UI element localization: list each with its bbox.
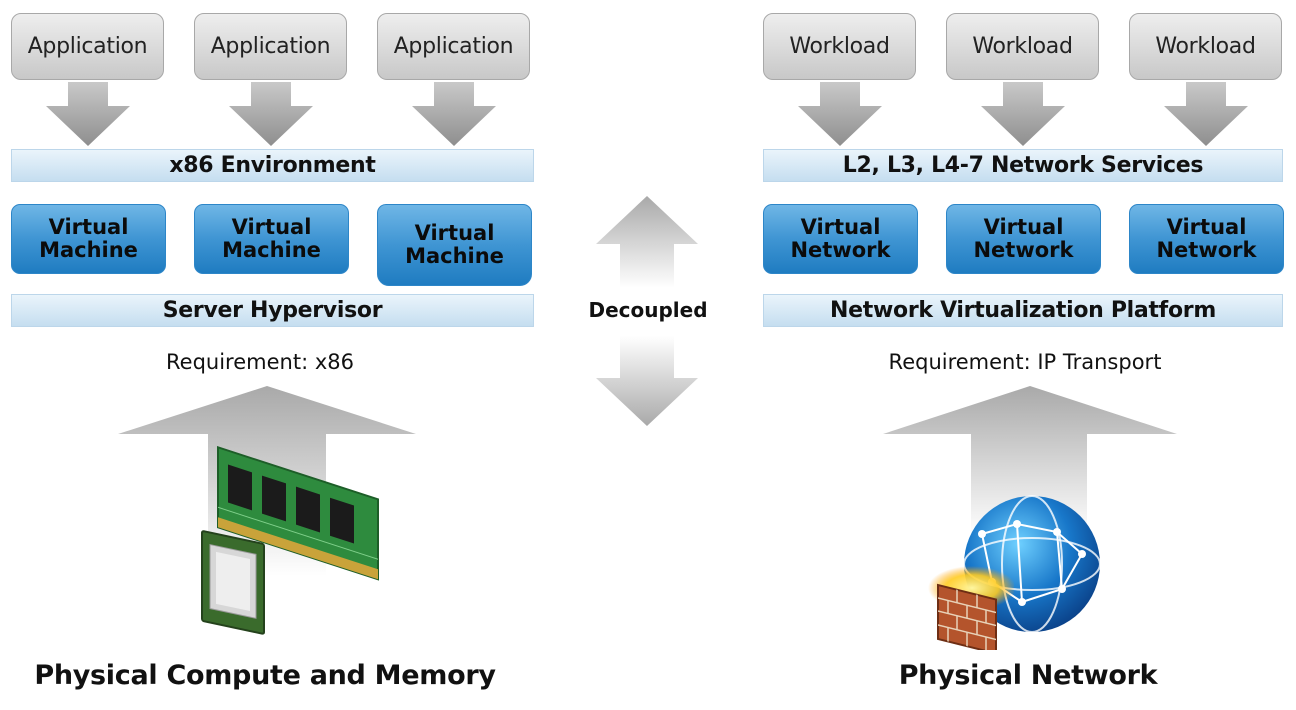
vm-label-line2: Machine: [39, 238, 138, 262]
application-box-3: Application: [377, 13, 530, 80]
physical-network-title: Physical Network: [898, 660, 1158, 691]
down-arrow-icon: [412, 82, 496, 146]
vn-label-line2: Network: [790, 238, 891, 262]
vn-label-line2: Network: [973, 238, 1074, 262]
application-box-2: Application: [194, 13, 347, 80]
virtual-machine-box-1: Virtual Machine: [11, 204, 166, 274]
down-arrow-icon: [1164, 82, 1248, 146]
vn-label-line1: Virtual: [800, 215, 881, 239]
workload-box-2: Workload: [946, 13, 1099, 80]
down-arrow-icon: [46, 82, 130, 146]
vn-label-line1: Virtual: [983, 215, 1064, 239]
physical-compute-title: Physical Compute and Memory: [34, 660, 496, 691]
vm-label-line1: Virtual: [414, 221, 495, 245]
vm-label-line1: Virtual: [231, 215, 312, 239]
virtual-network-box-1: Virtual Network: [763, 204, 918, 274]
up-arrow-icon: [596, 196, 698, 288]
memory-module-icon: [217, 446, 379, 581]
workload-box-1: Workload: [763, 13, 916, 80]
up-arrow-icon: [883, 386, 1177, 536]
vm-label-line2: Machine: [222, 238, 321, 262]
virtual-machine-box-3: Virtual Machine: [377, 204, 532, 286]
requirement-x86-label: Requirement: x86: [166, 350, 354, 374]
down-arrow-icon: [596, 336, 698, 426]
firewall-icon: [928, 566, 1014, 650]
cpu-chip-icon: [201, 530, 265, 635]
virtual-machine-box-2: Virtual Machine: [194, 204, 349, 274]
down-arrow-icon: [798, 82, 882, 146]
network-virtualization-platform-bar: Network Virtualization Platform: [763, 294, 1283, 327]
server-hypervisor-bar: Server Hypervisor: [11, 294, 534, 327]
vm-label-line2: Machine: [405, 244, 504, 268]
virtual-network-box-2: Virtual Network: [946, 204, 1101, 274]
decoupled-label: Decoupled: [588, 298, 708, 322]
vm-label-line1: Virtual: [48, 215, 129, 239]
application-box-1: Application: [11, 13, 164, 80]
vn-label-line2: Network: [1156, 238, 1257, 262]
x86-environment-bar: x86 Environment: [11, 149, 534, 182]
down-arrow-icon: [981, 82, 1065, 146]
virtual-network-box-3: Virtual Network: [1129, 204, 1284, 274]
workload-box-3: Workload: [1129, 13, 1282, 80]
network-services-bar: L2, L3, L4-7 Network Services: [763, 149, 1283, 182]
vn-label-line1: Virtual: [1166, 215, 1247, 239]
requirement-ip-transport-label: Requirement: IP Transport: [888, 350, 1162, 374]
down-arrow-icon: [229, 82, 313, 146]
